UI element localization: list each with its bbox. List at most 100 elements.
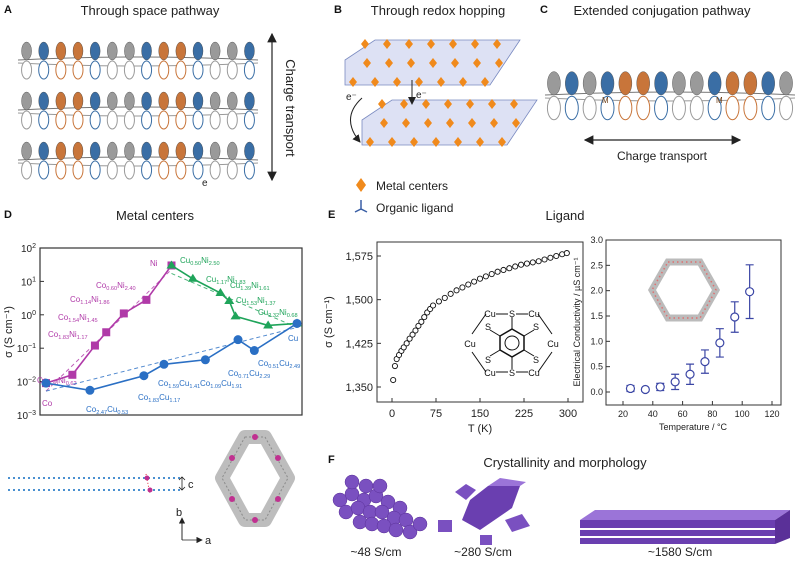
orbital-lobe <box>141 91 152 111</box>
metal-center-icon <box>488 99 496 109</box>
metal-center-icon <box>380 118 388 128</box>
data-point <box>430 302 437 309</box>
orbital-lobe <box>21 91 32 111</box>
data-point <box>471 278 478 285</box>
orbital-lobe <box>107 141 118 161</box>
metal-center-icon <box>449 39 457 49</box>
orbital-lobe <box>38 110 50 130</box>
orbital-lobe <box>123 160 135 180</box>
x-tick-label: 120 <box>764 409 779 419</box>
y-tick-label: 1.0 <box>590 336 603 346</box>
charge-transport-label: Charge transport <box>283 59 298 157</box>
metal-label: M <box>602 96 609 105</box>
atom-label: Cu <box>464 339 476 349</box>
data-point <box>90 341 99 350</box>
data-point <box>465 281 472 288</box>
data-point <box>215 287 226 296</box>
metal-center-icon <box>466 99 474 109</box>
orbital-lobe <box>55 41 67 61</box>
orbital-lobe <box>547 71 561 96</box>
atom-label: Cu <box>484 309 496 319</box>
orbital-lobe <box>192 91 204 111</box>
orbital-lobe <box>243 60 255 80</box>
orbital-lobe <box>227 141 238 161</box>
orbital-lobe <box>21 141 32 161</box>
orbital-lobe <box>761 71 775 96</box>
data-point <box>102 328 111 337</box>
orbital-lobe <box>175 141 187 161</box>
metal-center-icon <box>422 99 430 109</box>
metal-center-icon <box>405 39 413 49</box>
orbital-lobe <box>244 141 255 161</box>
hexagonal-rod-morphology <box>438 478 530 545</box>
orbital-stacks <box>17 41 259 180</box>
x-tick-label: 75 <box>430 408 442 420</box>
metal-center-icon <box>490 118 498 128</box>
chain-backbone <box>17 112 259 117</box>
panel-label: E <box>328 209 335 221</box>
nanoparticle <box>364 516 380 532</box>
x-tick-label: 60 <box>678 409 688 419</box>
y-tick-label: 3.0 <box>590 235 603 245</box>
orbital-lobe <box>209 160 221 180</box>
y-tick-label: 2.5 <box>590 260 603 270</box>
orbital-lobe <box>55 91 67 111</box>
composition-label: Co1.83Ni1.17 <box>48 330 88 341</box>
chain-backbone <box>17 162 259 167</box>
chain-backbone <box>17 62 259 67</box>
orbital-lobe <box>209 141 221 161</box>
panel-label: D <box>4 209 12 221</box>
orbital-lobe <box>779 95 794 121</box>
y-tick-label: 102 <box>21 243 36 255</box>
composition-label: Co <box>42 399 53 408</box>
chain-backbone <box>17 156 259 161</box>
nanoparticle <box>388 522 404 538</box>
plot-frame <box>39 247 303 416</box>
y-tick-label: 1,500 <box>345 295 373 307</box>
metal-center-icon <box>371 77 379 87</box>
nanoparticle-morphology <box>332 474 428 540</box>
orbital-lobe <box>55 160 67 180</box>
orbital-lobe <box>38 91 49 111</box>
data-point <box>523 260 530 267</box>
data-point <box>139 371 149 381</box>
mof-structure-illustration: c b a <box>8 430 295 547</box>
axis-c-label: c <box>188 479 194 491</box>
data-point <box>730 312 740 322</box>
y-tick-label: 1,425 <box>345 338 373 350</box>
composition-label: Cu1.53Ni1.37 <box>236 296 276 307</box>
metal-center-icon <box>454 137 462 147</box>
metal-center-icon <box>402 118 410 128</box>
metal-center-legend-icon <box>356 178 366 192</box>
orbital-lobe <box>192 160 204 180</box>
atom-label: S <box>509 368 515 378</box>
orbital-lobe <box>124 141 135 161</box>
data-point <box>715 338 725 348</box>
orbital-lobe <box>227 91 238 111</box>
composition-label: Co1.14Ni1.86 <box>70 295 110 306</box>
metal-center-icon <box>510 99 518 109</box>
axis-a-label: a <box>205 535 212 547</box>
metal-center-icon <box>459 77 467 87</box>
atom-label: Cu <box>484 368 496 378</box>
data-point <box>435 298 442 305</box>
orbital-lobe <box>55 60 67 80</box>
composition-label: Co0.51Cu2.49 <box>258 359 300 370</box>
orbital-lobe <box>158 110 170 130</box>
orbital-lobe <box>175 110 187 130</box>
metal-center-icon <box>493 39 501 49</box>
orbital-lobe <box>72 41 84 61</box>
data-point <box>409 331 416 338</box>
electron-label: e⁻ <box>416 90 427 101</box>
orbital-lobe <box>38 41 49 61</box>
data-point <box>292 318 302 328</box>
metal-center-icon <box>415 77 423 87</box>
x-tick-label: 150 <box>471 408 489 420</box>
orbital-lobe <box>779 71 793 96</box>
data-point <box>441 294 448 301</box>
y-tick-label: 0.5 <box>590 362 603 372</box>
orbital-lobe <box>636 71 650 96</box>
orbital-lobe <box>123 60 135 80</box>
orbital-lobe <box>192 60 204 80</box>
